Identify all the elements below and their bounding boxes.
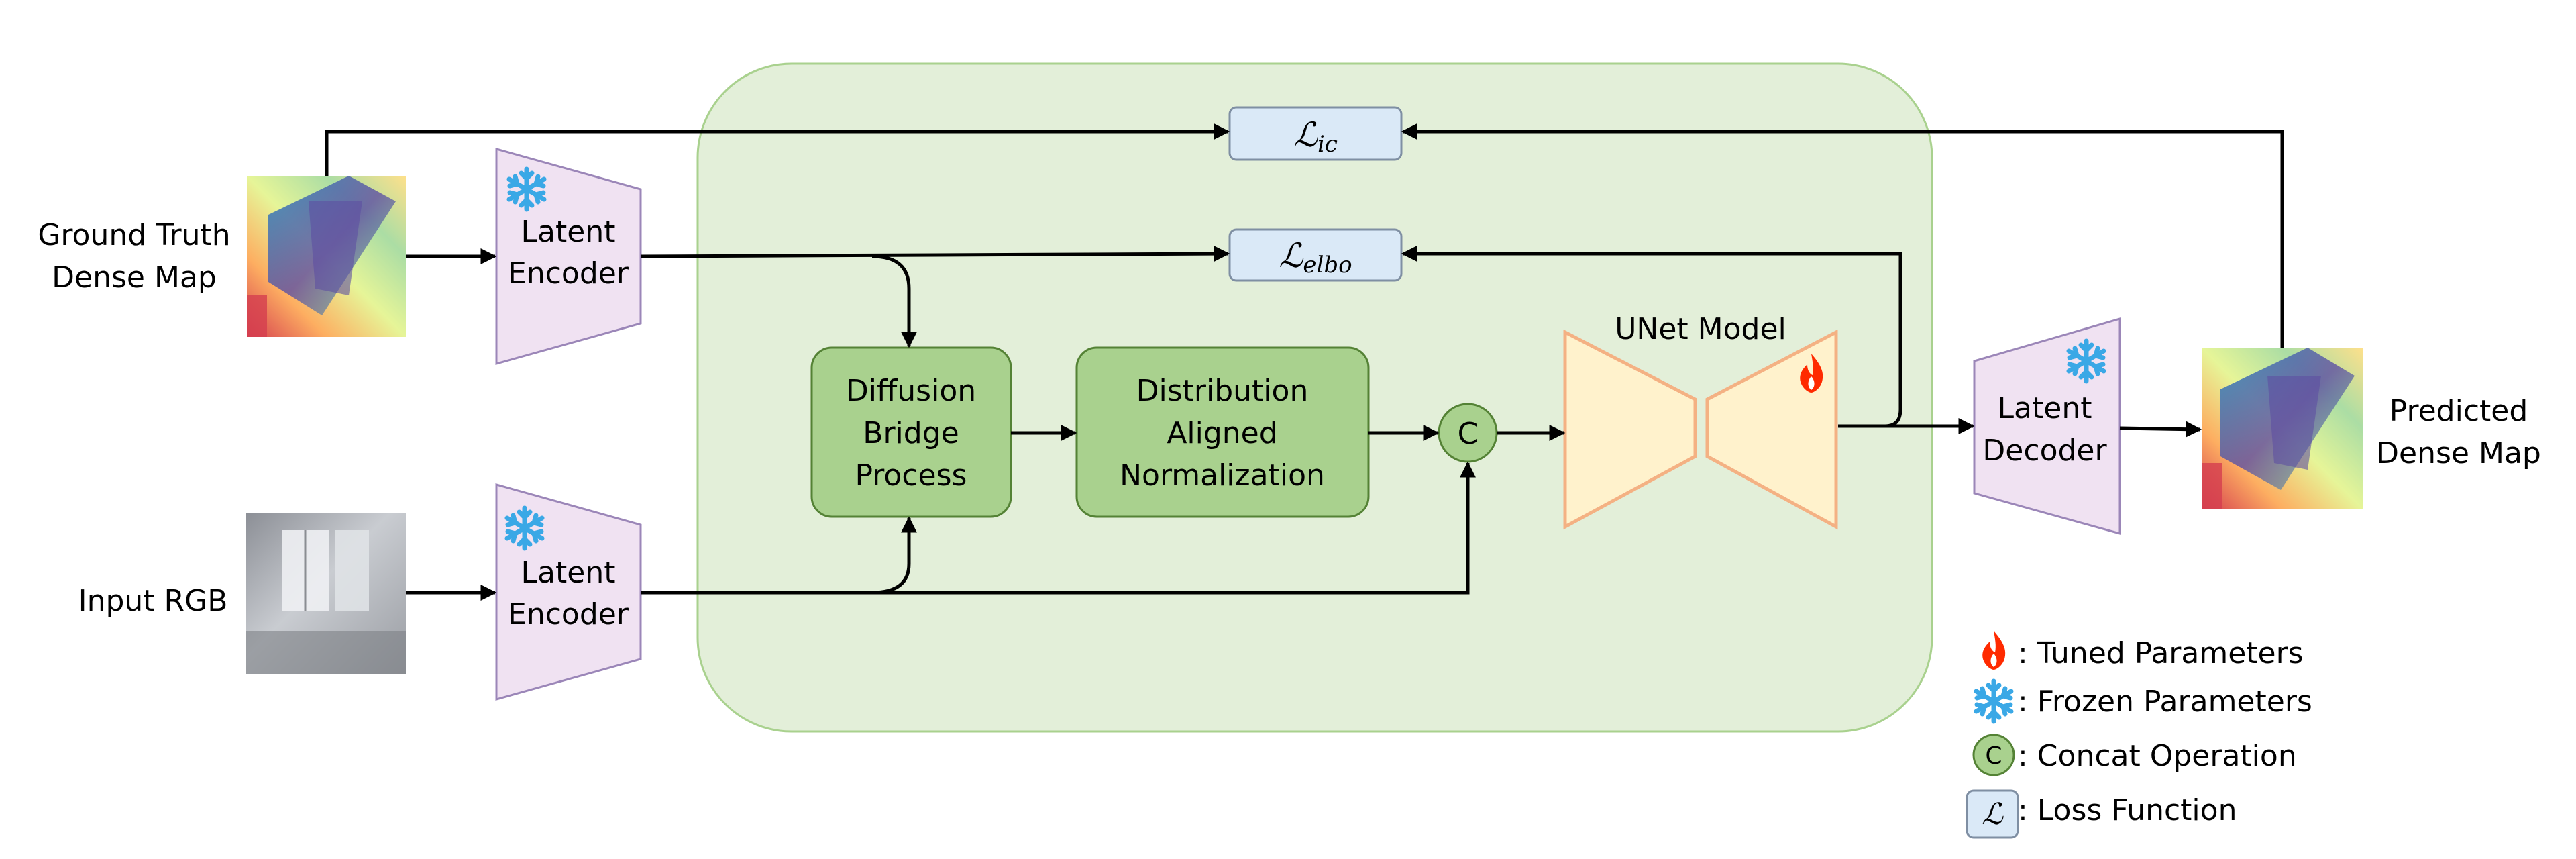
arrow-decoder-to-pred bbox=[2119, 421, 2202, 438]
dec-line1: Latent bbox=[1998, 391, 2092, 425]
legend-frozen: : Frozen Parameters bbox=[2018, 685, 2312, 719]
legend-loss: : Loss Function bbox=[2018, 793, 2237, 827]
input-rgb-image bbox=[246, 513, 406, 674]
arrow-encoder-to-concat bbox=[641, 461, 1476, 595]
loss-ic-label: ℒic bbox=[1293, 115, 1338, 158]
gt-label-line1: Ground Truth bbox=[38, 218, 230, 252]
diff-line3: Process bbox=[855, 458, 967, 493]
legend-concat-circle bbox=[1972, 734, 2015, 776]
unet-title: UNet Model bbox=[1615, 312, 1786, 346]
connections bbox=[325, 123, 2284, 601]
unet-encoder-half bbox=[1563, 329, 1697, 530]
diff-line1: Diffusion bbox=[846, 374, 976, 408]
legend-concat-symbol: C bbox=[1985, 742, 2002, 770]
ground-truth-image bbox=[247, 176, 406, 337]
enc-bot-line1: Latent bbox=[521, 556, 616, 590]
pred-label-line1: Predicted bbox=[2390, 394, 2528, 428]
pred-label-line2: Dense Map bbox=[2376, 436, 2541, 470]
loss-elbo-label: ℒelbo bbox=[1279, 236, 1352, 279]
arrow-encoder-to-diffusion bbox=[871, 254, 917, 348]
enc-bot-line2: Encoder bbox=[508, 597, 629, 631]
arrow-encoder-to-loss-elbo bbox=[640, 246, 1230, 262]
legend-concat: : Concat Operation bbox=[2018, 739, 2297, 773]
legend-tuned: : Tuned Parameters bbox=[2018, 636, 2304, 670]
legend-loss-symbol: ℒ bbox=[1982, 797, 2004, 831]
enc-top-line2: Encoder bbox=[508, 256, 629, 291]
latent-encoder-bottom bbox=[495, 483, 642, 701]
arrow-pred-to-loss-ic bbox=[1401, 123, 2284, 348]
legend: : Tuned Parameters : Frozen Parameters C… bbox=[1966, 631, 2312, 839]
input-rgb-label: Input RGB bbox=[78, 584, 228, 618]
arrow-gt-to-loss-ic bbox=[325, 123, 1230, 176]
enc-top-line1: Latent bbox=[521, 215, 616, 249]
dan-line1: Distribution bbox=[1136, 374, 1309, 408]
diff-line2: Bridge bbox=[863, 416, 959, 450]
concat-label: C bbox=[1458, 417, 1479, 451]
dan-line2: Aligned bbox=[1167, 416, 1277, 450]
dec-line2: Decoder bbox=[1982, 434, 2107, 468]
snowflake-icon bbox=[1976, 681, 2011, 721]
flame-icon bbox=[1982, 631, 2006, 670]
gt-label-line2: Dense Map bbox=[52, 260, 217, 295]
arrow-encoder-to-diffusion-bottom bbox=[871, 516, 917, 595]
legend-loss-box bbox=[1966, 789, 2019, 839]
dan-line3: Normalization bbox=[1120, 458, 1325, 493]
predicted-image bbox=[2202, 348, 2363, 509]
